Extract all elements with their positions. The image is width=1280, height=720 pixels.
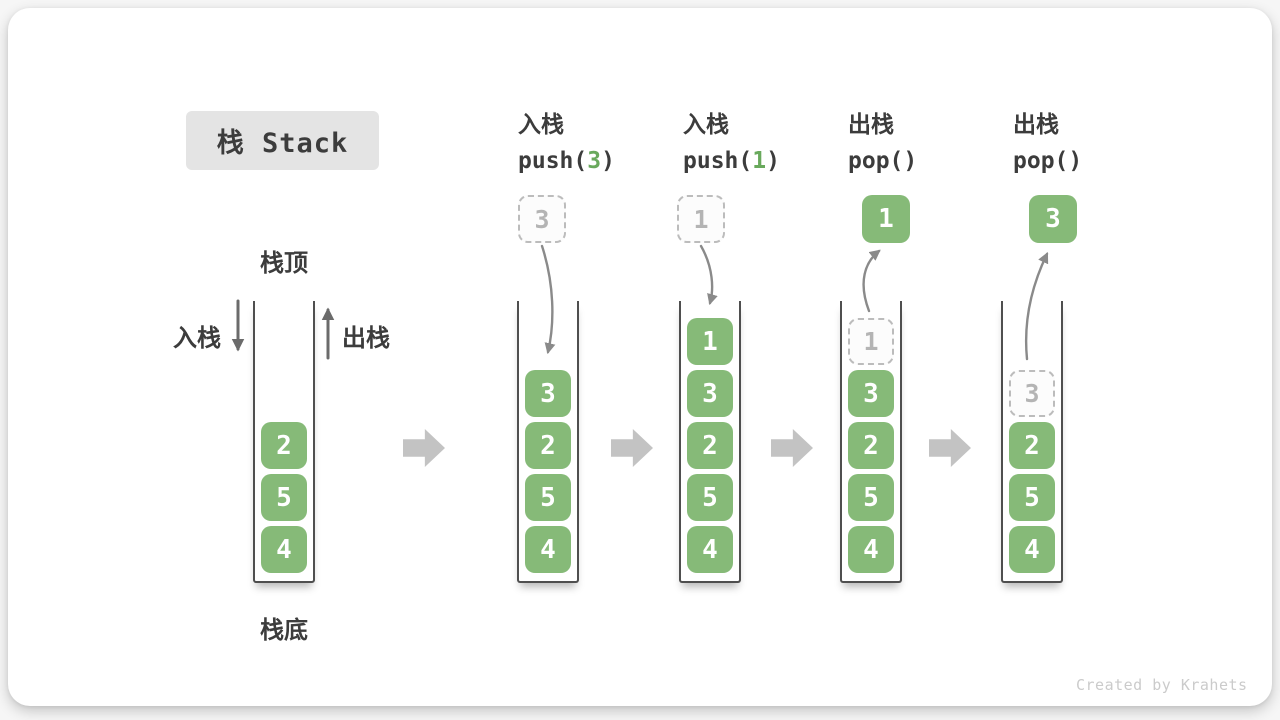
- op-name: 出栈: [1013, 111, 1059, 137]
- code-prefix: push(: [518, 148, 588, 174]
- op-code: push(3): [518, 148, 688, 174]
- code-prefix: pop(: [1013, 148, 1069, 174]
- title-box: 栈 Stack: [186, 111, 379, 170]
- watermark-credit: Created by Krahets: [1076, 676, 1248, 694]
- code-suffix: ): [766, 148, 780, 174]
- stack-cell: 4: [1009, 526, 1055, 573]
- stack-cell: 5: [1009, 474, 1055, 521]
- op-label-pop-1: 出栈 pop(): [848, 105, 1018, 174]
- op-label-pop-2: 出栈 pop(): [1013, 105, 1183, 174]
- code-suffix: ): [1068, 148, 1083, 174]
- op-name: 入栈: [683, 111, 729, 137]
- popped-value-box: 1: [862, 195, 910, 243]
- stack-cell: 4: [848, 526, 894, 573]
- stack-cell: 1: [687, 318, 733, 365]
- removed-cell-ghost: 1: [848, 318, 894, 365]
- stack-cell: 5: [687, 474, 733, 521]
- stack-cell: 5: [525, 474, 571, 521]
- code-suffix: ): [601, 148, 615, 174]
- removed-cell-ghost: 3: [1009, 370, 1055, 417]
- label-stack-bottom: 栈底: [260, 617, 308, 644]
- code-arg: 3: [587, 148, 602, 174]
- stack-cell: 3: [848, 370, 894, 417]
- incoming-value-box: 3: [518, 195, 566, 243]
- label-stack-top: 栈顶: [260, 250, 308, 277]
- incoming-value-box: 1: [677, 195, 725, 243]
- op-code: push(1): [683, 148, 853, 174]
- stack-cell: 4: [687, 526, 733, 573]
- stack-cell: 2: [687, 422, 733, 469]
- stack-cell: 4: [261, 526, 307, 573]
- code-prefix: push(: [683, 148, 753, 174]
- code-arg: 1: [752, 148, 767, 174]
- stack-cell: 2: [261, 422, 307, 469]
- code-suffix: ): [903, 148, 918, 174]
- stack-cell: 3: [525, 370, 571, 417]
- op-label-push-1: 入栈 push(1): [683, 105, 853, 174]
- stack-cell: 2: [525, 422, 571, 469]
- op-label-push-3: 入栈 push(3): [518, 105, 688, 174]
- stack-cell: 5: [261, 474, 307, 521]
- stack-cell: 5: [848, 474, 894, 521]
- title-label: 栈 Stack: [216, 128, 349, 159]
- op-name: 入栈: [518, 111, 564, 137]
- stack-cell: 3: [687, 370, 733, 417]
- label-push-direction: 入栈: [173, 325, 221, 352]
- op-code: pop(): [1013, 148, 1183, 174]
- op-name: 出栈: [848, 111, 894, 137]
- stack-cell: 4: [525, 526, 571, 573]
- stack-cell: 2: [1009, 422, 1055, 469]
- popped-value-box: 3: [1029, 195, 1077, 243]
- stack-cell: 2: [848, 422, 894, 469]
- code-prefix: pop(: [848, 148, 904, 174]
- label-pop-direction: 出栈: [342, 325, 390, 352]
- op-code: pop(): [848, 148, 1018, 174]
